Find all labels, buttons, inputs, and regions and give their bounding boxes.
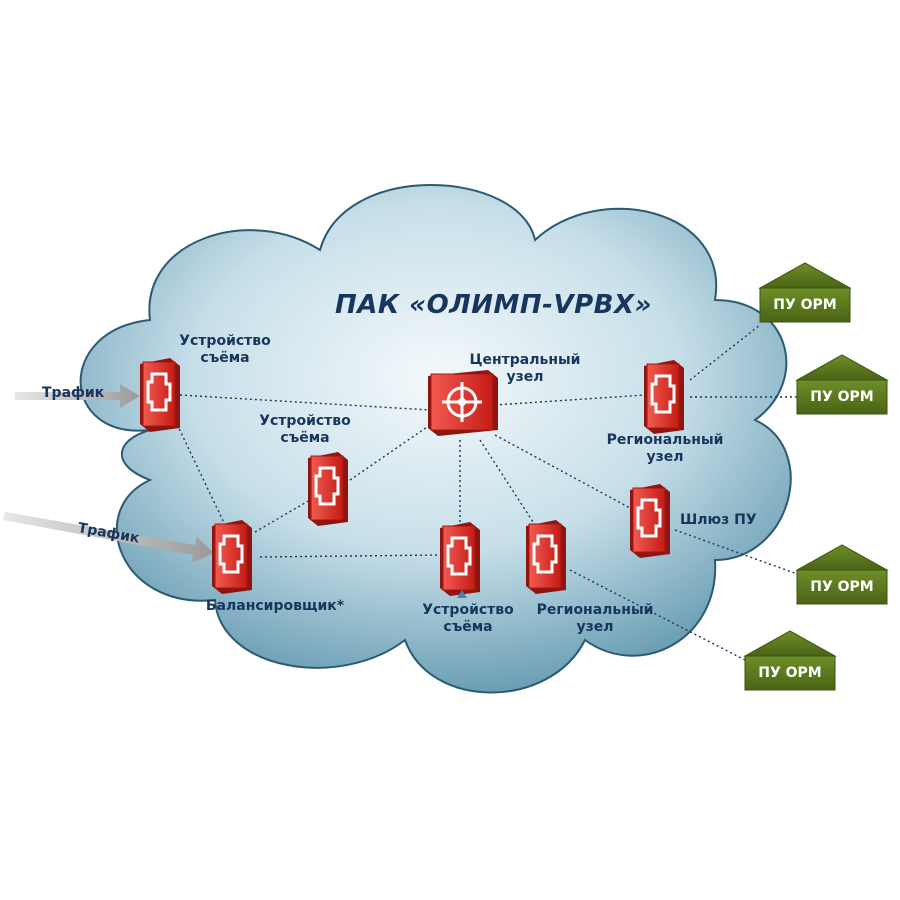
pu-orm-label-3: ПУ ОРМ [810,579,874,595]
traffic-arrow-1 [15,384,140,408]
traffic-label-1: Трафик [42,385,105,401]
connection-lines [174,324,801,661]
label-regional-2: Региональный узел [536,602,654,635]
link-balancer-capture3 [259,554,441,558]
traffic-arrow-2 [3,512,214,563]
device-icon-capture-1 [140,358,180,432]
device-icon-regional-2 [526,520,566,594]
marker-triangle [457,590,467,598]
label-capture-1: Устройство съёма [179,333,271,366]
link-gateway-pu3 [674,529,801,576]
label-gateway: Шлюз ПУ [680,512,757,528]
device-icon-regional-1 [644,360,684,434]
pu-orm-box-3 [795,544,889,605]
cloud-shape [79,184,792,694]
link-central-regional1 [494,394,646,406]
diagram-title: ПАК «ОЛИМП-VPBX» [335,290,652,320]
pu-orm-label-4: ПУ ОРМ [758,665,822,681]
central-node-icon [428,370,498,436]
label-regional-1: Региональный узел [606,432,724,465]
label-central: Центральный узел [469,352,581,385]
link-capture2-central [349,424,431,481]
link-central-gateway [494,434,631,509]
device-icon-capture-2 [308,452,348,526]
link-balancer-capture2 [254,499,311,533]
link-central-regional2 [479,439,536,526]
link-capture1-central [179,394,431,411]
device-icon-gateway [630,484,670,558]
label-balancer: Балансировщик* [205,598,345,614]
pu-orm-box-2 [795,354,889,415]
pu-orm-box-4 [743,630,837,691]
pu-orm-box-1 [758,262,852,323]
device-icon-capture-3 [440,522,480,596]
pu-orm-label-2: ПУ ОРМ [810,389,874,405]
label-capture-3: Устройство съёма [422,602,514,635]
device-icon-balancer [212,520,252,594]
label-capture-2: Устройство съёма [259,413,351,446]
link-capture1-balancer [174,419,226,526]
pu-orm-label-1: ПУ ОРМ [773,297,837,313]
